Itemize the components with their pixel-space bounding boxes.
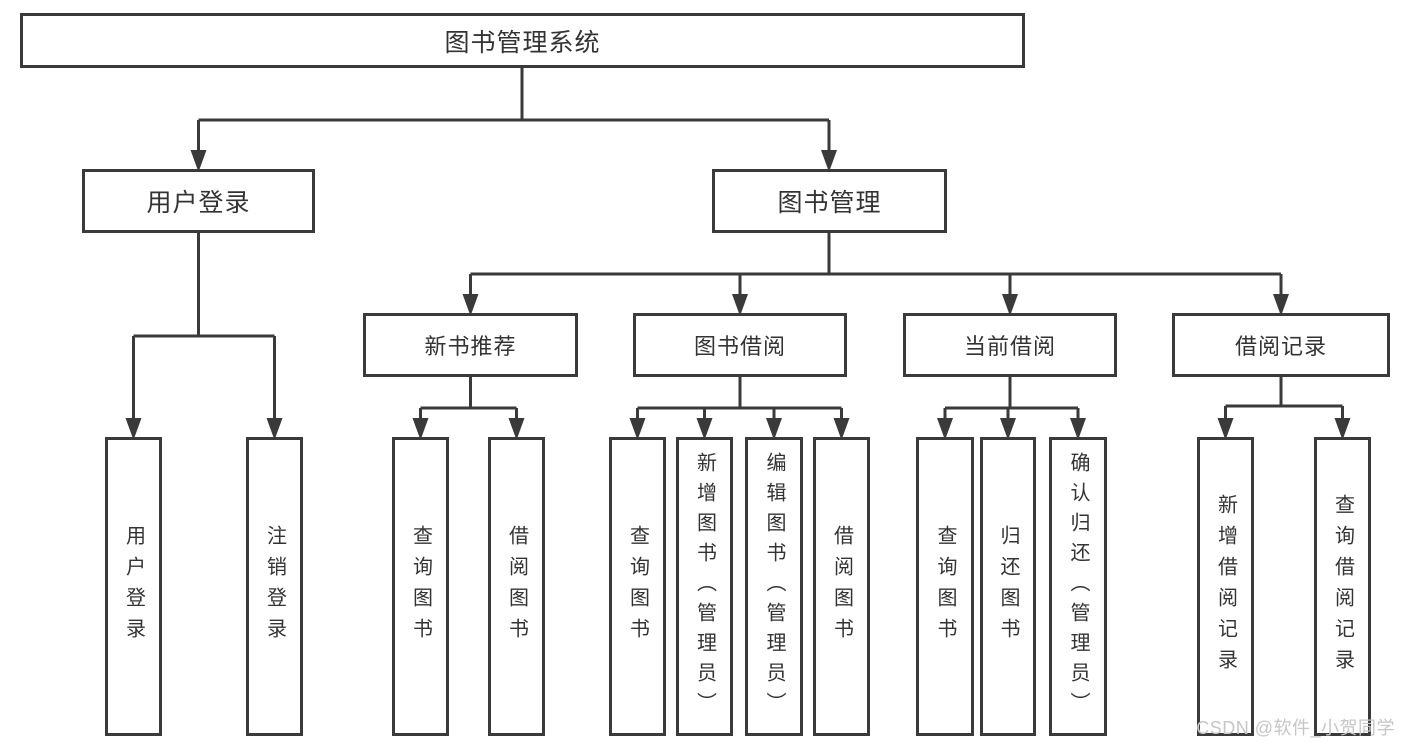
leaf-query-borrow-record-label: 查询借阅记录 [1331,493,1354,680]
node-root-label: 图书管理系统 [444,28,601,57]
node-user-login-label: 用户登录 [146,189,251,217]
leaf-logout-login-label: 注销登录 [263,524,286,649]
node-borrowing-records-label: 借阅记录 [1234,334,1327,359]
leaf-confirm-return-admin-label: 确认归还（管理员） [1067,451,1089,722]
leaf-edit-book-admin-label: 编辑图书（管理员） [763,451,785,722]
node-current-borrowing-label: 当前借阅 [963,334,1056,359]
leaf-query-books-recommend-label: 查询图书 [409,524,432,649]
leaf-user-login-label: 用户登录 [122,524,145,649]
leaf-logout-login: 注销登录 [246,437,303,736]
leaf-borrow-books-label: 借阅图书 [830,524,853,649]
node-book-borrowing: 图书借阅 [633,313,847,377]
watermark: CSDN @软件_小贺同学 [1196,718,1395,738]
leaf-query-books-current: 查询图书 [916,437,974,736]
leaf-query-books-borrowing: 查询图书 [609,437,666,736]
leaf-query-borrow-record: 查询借阅记录 [1314,437,1371,736]
node-new-book-recommendation: 新书推荐 [363,313,578,377]
node-borrowing-records: 借阅记录 [1172,313,1390,377]
leaf-add-borrow-record-label: 新增借阅记录 [1214,493,1237,680]
leaf-query-books-borrowing-label: 查询图书 [626,524,649,649]
leaf-edit-book-admin: 编辑图书（管理员） [745,437,803,736]
node-current-borrowing: 当前借阅 [903,313,1117,377]
leaf-return-books-label: 归还图书 [997,524,1019,649]
node-new-book-recommendation-label: 新书推荐 [424,334,517,359]
leaf-query-books-current-label: 查询图书 [934,524,956,649]
leaf-confirm-return-admin: 确认归还（管理员） [1049,437,1107,736]
node-book-management: 图书管理 [712,169,947,233]
node-book-borrowing-label: 图书借阅 [693,334,786,359]
leaf-borrow-books-recommend-label: 借阅图书 [505,524,528,649]
leaf-borrow-books: 借阅图书 [813,437,870,736]
leaf-query-books-recommend: 查询图书 [392,437,449,736]
node-book-management-label: 图书管理 [777,189,882,217]
leaf-add-book-admin-label: 新增图书（管理员） [693,451,716,722]
leaf-add-book-admin: 新增图书（管理员） [676,437,733,736]
leaf-return-books: 归还图书 [980,437,1036,736]
node-root: 图书管理系统 [20,13,1025,68]
leaf-add-borrow-record: 新增借阅记录 [1197,437,1254,736]
leaf-borrow-books-recommend: 借阅图书 [488,437,545,736]
leaf-user-login: 用户登录 [105,437,162,736]
node-user-login: 用户登录 [82,169,315,233]
